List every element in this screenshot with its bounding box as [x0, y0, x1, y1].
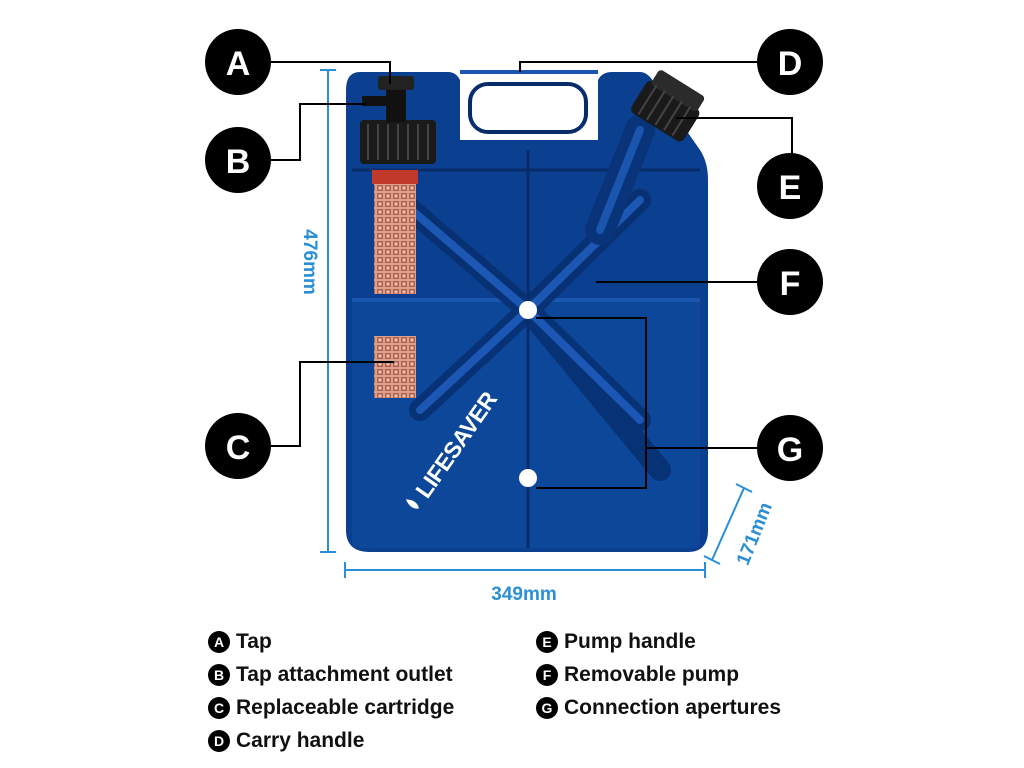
svg-text:A: A [226, 45, 251, 83]
depth-dimension [703, 483, 753, 565]
svg-text:F: F [780, 265, 801, 303]
legend-item-e: E Pump handle [536, 627, 696, 657]
leader-a [268, 61, 391, 84]
aperture-top [519, 301, 537, 319]
jerrycan-body [346, 70, 708, 552]
callout-g: G [757, 415, 823, 481]
legend-label-a: Tap [236, 630, 272, 653]
legend-item-c: C Replaceable cartridge [208, 693, 454, 723]
callout-d: D [757, 29, 823, 95]
legend-item-d: D Carry handle [208, 726, 364, 756]
leader-b [268, 103, 366, 161]
legend-badge-g: G [536, 697, 558, 719]
legend-label-g: Connection apertures [564, 696, 782, 719]
leader-g [536, 317, 760, 449]
svg-text:G: G [777, 431, 803, 469]
width-label: 349mm [491, 584, 557, 605]
legend-label-e: Pump handle [564, 630, 696, 653]
legend-label-d: Carry handle [236, 729, 365, 752]
leader-c [268, 361, 394, 447]
legend-item-a: A Tap [208, 627, 272, 657]
svg-text:B: B [226, 143, 251, 181]
legend-badge-e: E [536, 631, 558, 653]
callout-f: F [757, 249, 823, 315]
width-dimension [344, 562, 706, 578]
legend-label-f: Removable pump [564, 663, 740, 686]
height-dimension [320, 69, 336, 553]
callout-a: A [205, 29, 271, 95]
svg-text:C: C [226, 429, 251, 467]
legend-item-b: B Tap attachment outlet [208, 660, 453, 690]
legend-label-b: Tap attachment outlet [236, 663, 453, 686]
svg-text:D: D [778, 45, 803, 83]
depth-label: 171mm [733, 500, 777, 569]
callout-b: B [205, 127, 271, 193]
leader-g2 [536, 448, 647, 489]
callout-c: C [205, 413, 271, 479]
legend-badge-b: B [208, 664, 230, 686]
cartridge [372, 170, 418, 398]
height-label: 476mm [299, 229, 320, 295]
tap [360, 76, 436, 164]
aperture-bottom [519, 469, 537, 487]
legend-badge-c: C [208, 697, 230, 719]
leader-d [519, 61, 760, 72]
legend-item-g: G Connection apertures [536, 693, 781, 723]
pump-cap [631, 70, 705, 142]
callout-e: E [757, 153, 823, 219]
legend-badge-a: A [208, 631, 230, 653]
legend-badge-f: F [536, 664, 558, 686]
legend-badge-d: D [208, 730, 230, 752]
legend-item-f: F Removable pump [536, 660, 739, 690]
legend-label-c: Replaceable cartridge [236, 696, 455, 719]
svg-text:E: E [779, 169, 802, 207]
